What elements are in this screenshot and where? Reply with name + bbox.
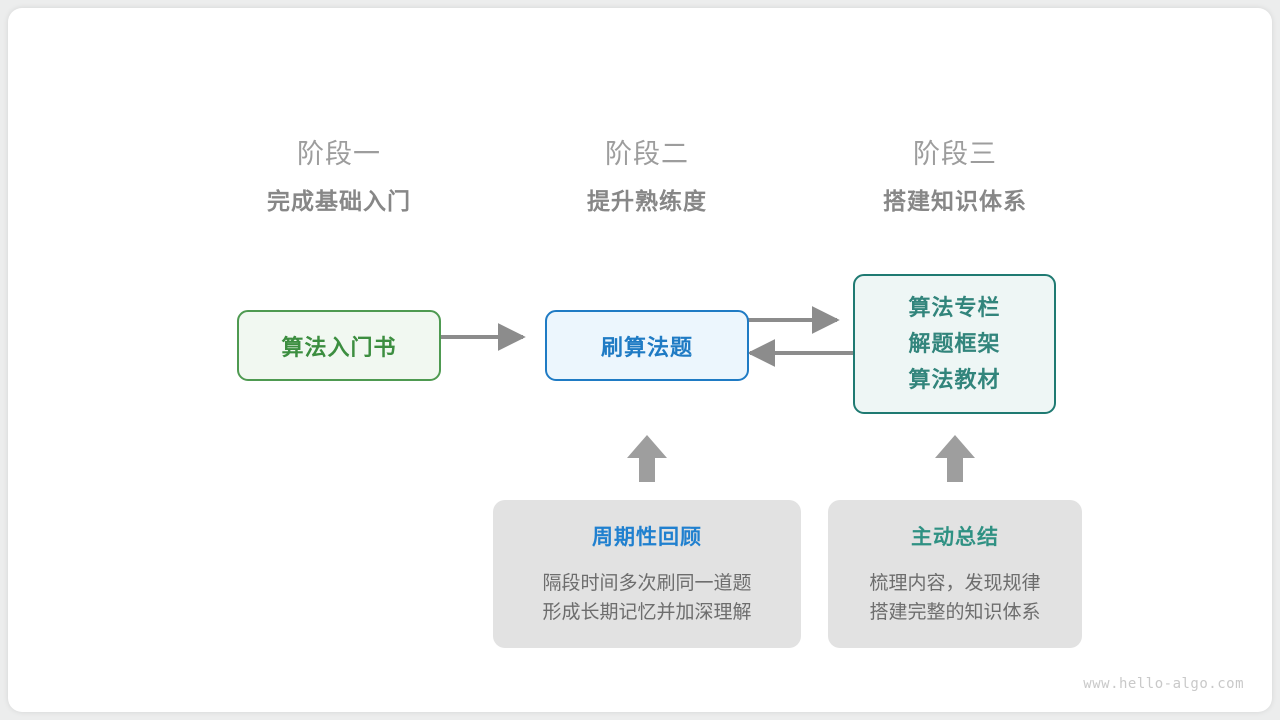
card-periodic-review[interactable]: 周期性回顾 隔段时间多次刷同一道题 形成长期记忆并加深理解 [493, 500, 801, 648]
stage-phase-label: 阶段二 [605, 139, 689, 169]
node-practice-problems[interactable]: 刷算法题 [545, 310, 749, 381]
stage-title-label: 搭建知识体系 [883, 188, 1027, 214]
stage-phase-label: 阶段一 [297, 139, 381, 169]
node-label: 刷算法题 [600, 334, 693, 360]
stage-title-label: 完成基础入门 [267, 188, 411, 214]
node-label-line-1: 算法专栏 [908, 295, 1001, 320]
stage-column-1: 阶段一 完成基础入门 [209, 136, 469, 218]
node-label-line-2: 解题框架 [908, 331, 1001, 356]
arrow-summary-to-resources [935, 435, 975, 482]
card-title: 周期性回顾 [592, 526, 702, 549]
node-learning-resources[interactable]: 算法专栏 解题框架 算法教材 [853, 274, 1056, 414]
card-body-line-1: 梳理内容，发现规律 [869, 573, 1041, 594]
node-label-line-3: 算法教材 [908, 367, 1001, 392]
node-label: 算法入门书 [281, 334, 397, 360]
arrow-review-to-practice [627, 435, 667, 482]
card-body-line-2: 形成长期记忆并加深理解 [542, 602, 752, 623]
card-title: 主动总结 [911, 526, 999, 549]
card-active-summary[interactable]: 主动总结 梳理内容，发现规律 搭建完整的知识体系 [828, 500, 1082, 648]
stage-column-2: 阶段二 提升熟练度 [517, 136, 777, 218]
diagram-canvas: 阶段一 完成基础入门 阶段二 提升熟练度 阶段三 搭建知识体系 [8, 8, 1272, 712]
stage-phase-label: 阶段三 [913, 139, 997, 169]
card-body-line-1: 隔段时间多次刷同一道题 [542, 573, 752, 594]
watermark-text: www.hello-algo.com [1083, 676, 1244, 692]
stage-column-3: 阶段三 搭建知识体系 [825, 136, 1085, 218]
card-body-line-2: 搭建完整的知识体系 [869, 602, 1041, 623]
stage-title-label: 提升熟练度 [587, 188, 707, 214]
node-intro-book[interactable]: 算法入门书 [237, 310, 441, 381]
